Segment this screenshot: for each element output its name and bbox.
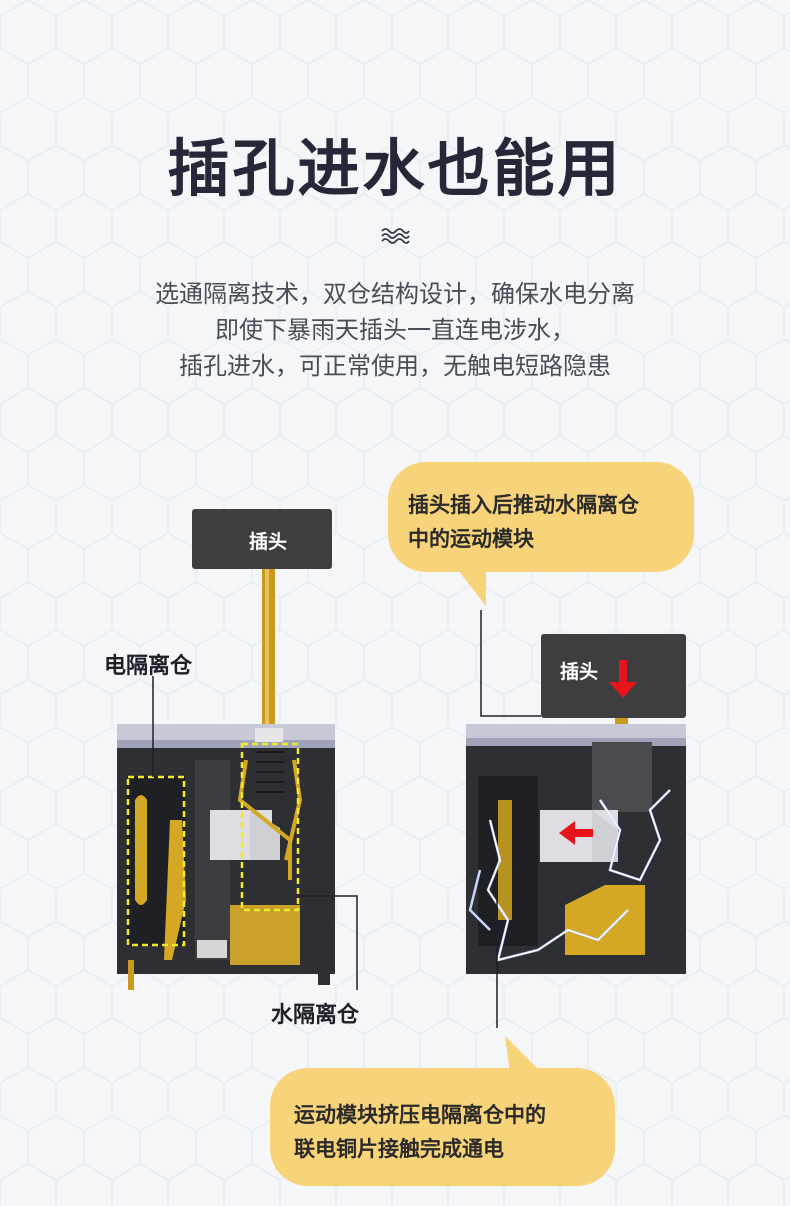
down-arrow-icon	[609, 660, 637, 698]
left-plug-label: 插头	[249, 531, 288, 553]
bubble-line: 插头插入后推动水隔离仓	[408, 493, 639, 517]
description-line: 插孔进水，可正常使用，无触电短路隐患	[179, 352, 611, 380]
left-arrow-icon	[559, 821, 593, 845]
electric-chamber-box	[126, 775, 186, 947]
bubble-line: 中的运动模块	[408, 527, 534, 551]
electric-chamber-label: 电隔离仓	[104, 654, 193, 679]
bubble-line: 运动模块挤压电隔离仓中的	[294, 1103, 546, 1127]
water-chamber-box	[240, 742, 300, 912]
wave-icon	[381, 228, 410, 244]
bubble-line: 联电铜片接触完成通电	[294, 1137, 504, 1161]
bottom-explanation-bubble: 运动模块挤压电隔离仓中的 联电铜片接触完成通电	[270, 1068, 615, 1186]
left-plug-head	[192, 509, 332, 569]
water-chamber-label: 水隔离仓	[271, 1003, 360, 1028]
top-explanation-bubble: 插头插入后推动水隔离仓 中的运动模块	[388, 462, 694, 572]
description-line: 即使下暴雨天插头一直连电涉水，	[215, 316, 575, 344]
right-plug-label: 插头	[560, 661, 599, 683]
description: 选通隔离技术，双仓结构设计，确保水电分离 即使下暴雨天插头一直连电涉水， 插孔进…	[0, 276, 790, 384]
page-title: 插孔进水也能用	[167, 132, 623, 205]
description-line: 选通隔离技术，双仓结构设计，确保水电分离	[155, 280, 635, 308]
right-plug-head	[541, 634, 686, 718]
